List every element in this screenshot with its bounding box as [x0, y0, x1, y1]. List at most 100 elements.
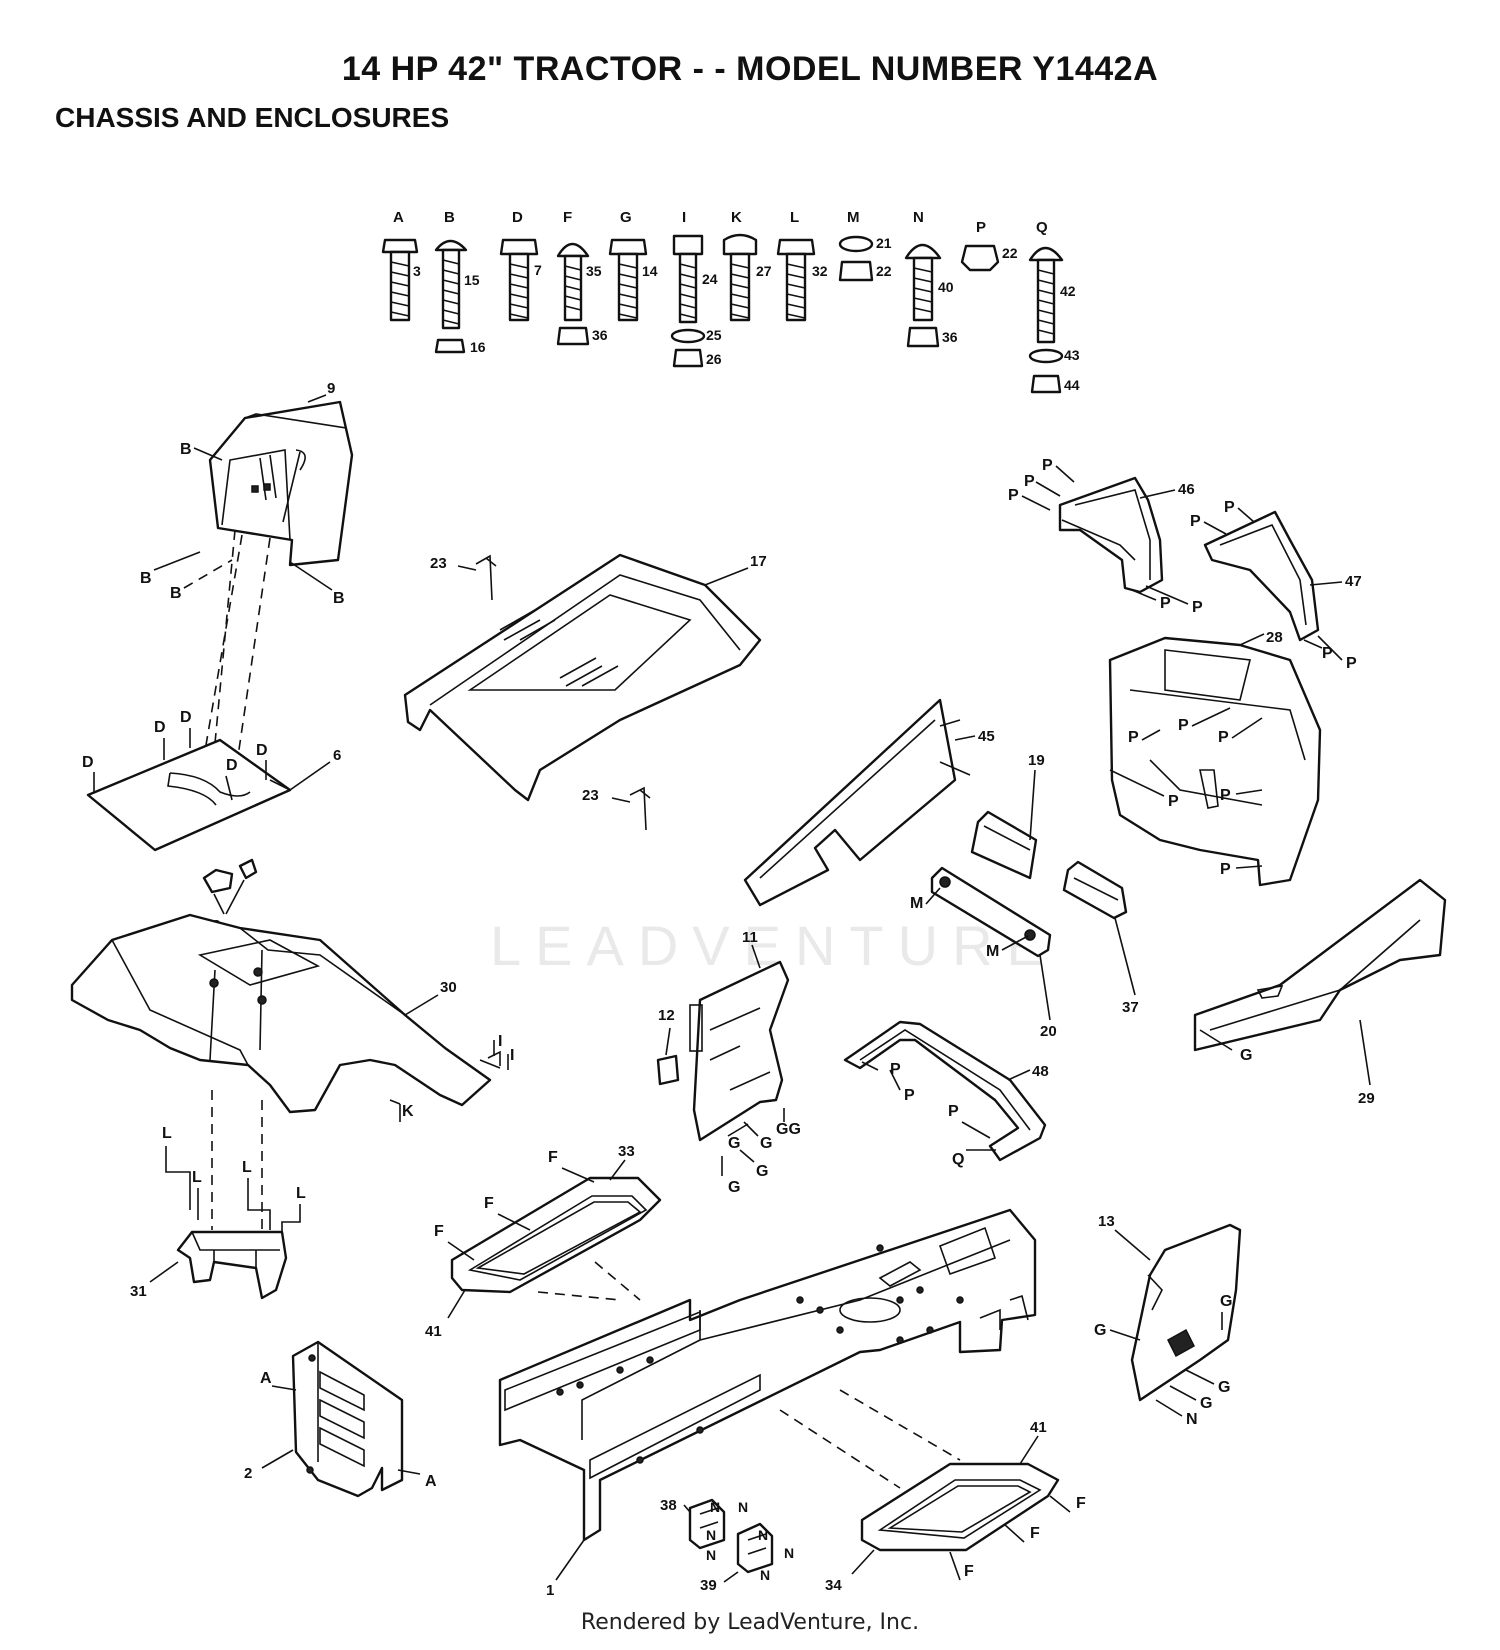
callout-6: 6 [333, 747, 341, 764]
tag: F [1003, 1523, 1040, 1543]
svg-text:G: G [1200, 1395, 1212, 1412]
svg-text:G: G [756, 1163, 768, 1180]
hardware-p: P 22 [960, 219, 1018, 272]
tag: P [1128, 729, 1161, 746]
part-number: 7 [534, 262, 542, 278]
hardware-letter: P [976, 219, 986, 236]
svg-text:G: G [1240, 1047, 1252, 1064]
callout-46: 46 [1178, 481, 1195, 498]
part-number: 3 [413, 263, 421, 279]
tag: K [389, 1099, 414, 1122]
tag: P [861, 1061, 901, 1078]
svg-text:I: I [510, 1047, 514, 1064]
tag: G [1169, 1385, 1212, 1412]
svg-text:F: F [1030, 1525, 1040, 1542]
svg-text:P: P [1178, 717, 1189, 734]
hardware-letter: F [563, 209, 572, 226]
tag: M [986, 935, 1029, 960]
callout-2: 2 [244, 1465, 252, 1482]
svg-text:P: P [1190, 513, 1201, 530]
tag: F [949, 1551, 974, 1581]
part-number: 32 [812, 263, 828, 279]
hardware-letter: K [731, 209, 742, 226]
svg-text:GG: GG [776, 1121, 801, 1138]
tag: Q [952, 1149, 996, 1168]
callout-17: 17 [750, 553, 767, 570]
svg-text:P: P [890, 1061, 901, 1078]
hardware-d: D 7 [499, 209, 542, 322]
callout-39: 39 [700, 1577, 717, 1594]
svg-text:F: F [434, 1223, 444, 1240]
tag: P [1178, 707, 1231, 734]
svg-text:D: D [180, 709, 192, 726]
part-number: 42 [1060, 283, 1076, 299]
part-11-dash-support: 11 12 [656, 929, 790, 1142]
tag: B [289, 561, 345, 607]
tag: P [1220, 861, 1263, 878]
tag: L [242, 1159, 271, 1230]
tag: N [758, 1527, 768, 1543]
svg-text:P: P [1220, 861, 1231, 878]
callout-31: 31 [130, 1283, 147, 1300]
part-13-side-support: 13 [1098, 1213, 1242, 1402]
svg-text:M: M [910, 895, 923, 912]
part-number: 22 [1002, 245, 1018, 261]
svg-text:B: B [333, 590, 345, 607]
watermark: LEADVENTURE [490, 914, 1058, 977]
tag: G [727, 1123, 749, 1152]
callout-48: 48 [1032, 1063, 1049, 1080]
part-number: 21 [876, 235, 892, 251]
hardware-n: N 40 36 [904, 209, 958, 348]
callout-12: 12 [658, 1007, 675, 1024]
tag: G [1199, 1029, 1252, 1064]
tag: M [910, 887, 941, 912]
hardware-q: Q 42 43 44 [1028, 219, 1080, 394]
tag: N [706, 1547, 716, 1563]
svg-text:D: D [226, 757, 238, 774]
part-33-footrest: 33 41 [425, 1143, 662, 1340]
tag: G [721, 1156, 740, 1196]
part-number: 15 [464, 272, 480, 288]
part-number: 24 [702, 271, 718, 287]
part-37-lens: 37 [1062, 860, 1139, 1016]
callout-11: 11 [742, 929, 758, 946]
tag: N [710, 1499, 720, 1515]
tag: B [180, 441, 223, 461]
svg-text:G: G [1094, 1322, 1106, 1339]
tag: P [1190, 513, 1227, 535]
hardware-m: M 21 22 [838, 209, 892, 282]
part-number: 14 [642, 263, 658, 279]
svg-text:G: G [728, 1179, 740, 1196]
tag: P [1224, 499, 1255, 523]
hardware-row: A 3 B 15 16 D 7 F [381, 209, 1080, 394]
callout-13: 13 [1098, 1213, 1115, 1230]
callout-23: 23 [582, 787, 599, 804]
tag: N [706, 1527, 716, 1543]
tag: F [548, 1149, 595, 1183]
part-34-footrest: 41 34 [825, 1419, 1060, 1594]
tag: D [82, 754, 95, 792]
svg-text:G: G [1218, 1379, 1230, 1396]
svg-text:N: N [706, 1527, 716, 1543]
part-number: 16 [470, 339, 486, 355]
svg-text:P: P [904, 1087, 915, 1104]
hardware-letter: D [512, 209, 523, 226]
part-48-handle: 48 [843, 1020, 1049, 1162]
hardware-letter: L [790, 209, 799, 226]
svg-text:F: F [484, 1195, 494, 1212]
part-31-seat-bracket: 31 [130, 1230, 288, 1300]
hardware-l: L 32 [776, 209, 828, 322]
tag: P [1303, 639, 1333, 662]
hardware-a: A 3 [381, 209, 421, 322]
part-number: 25 [706, 327, 722, 343]
tag: F [1049, 1495, 1086, 1513]
part-9-dash-panel: 9 [208, 380, 354, 567]
tag: N [784, 1545, 794, 1561]
svg-text:K: K [402, 1103, 414, 1120]
callout-47: 47 [1345, 573, 1362, 590]
callout-20: 20 [1040, 1023, 1057, 1040]
tag: G [1185, 1369, 1230, 1396]
tag: D [256, 742, 268, 780]
tag: P [1131, 589, 1171, 612]
